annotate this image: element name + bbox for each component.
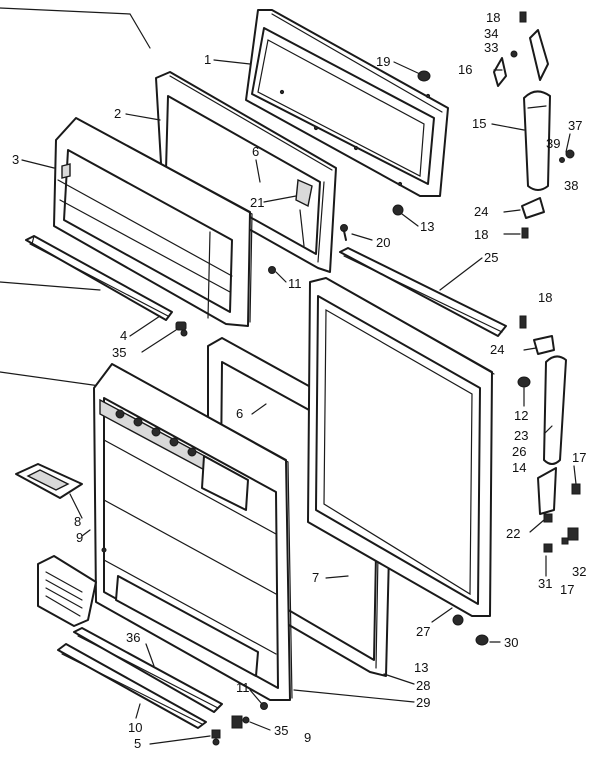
- callout-12: 12: [514, 408, 528, 423]
- callout-18-mid: 18: [474, 227, 488, 242]
- callout-18-center: 18: [538, 290, 552, 305]
- leader-lines: [21, 59, 577, 745]
- callout-30: 30: [504, 635, 518, 650]
- callout-19: 19: [376, 54, 390, 69]
- callout-13-upper: 13: [420, 219, 434, 234]
- part-30-plug: [475, 634, 489, 646]
- callout-26: 26: [512, 444, 526, 459]
- callout-2: 2: [114, 106, 121, 121]
- callout-31: 31: [538, 576, 552, 591]
- callout-10: 10: [128, 720, 142, 735]
- part-2-freezer-door-frame: [155, 71, 337, 273]
- callout-35-upper: 35: [112, 345, 126, 360]
- scan-artifacts: [0, 7, 151, 387]
- callout-6-lower: 6: [236, 406, 243, 421]
- part-35-screws-lower: [231, 715, 250, 729]
- callout-6-upper: 6: [252, 144, 259, 159]
- callout-9-footer: 9: [304, 730, 311, 745]
- callout-17-right: 17: [572, 450, 586, 465]
- part-9-fresh-food-door-liner: [93, 363, 293, 701]
- part-5-screws-lower: [211, 729, 221, 746]
- part-27-plug: [452, 614, 464, 626]
- part-7-fresh-food-gasket: [307, 277, 495, 617]
- part-35-screws-upper: [175, 321, 188, 337]
- callout-34: 34: [484, 26, 498, 41]
- callout-17-lower: 17: [560, 582, 574, 597]
- callout-16: 16: [458, 62, 472, 77]
- callout-4: 4: [120, 328, 127, 343]
- center-hinge-assembly: [517, 315, 581, 553]
- part-25-hinge-bracket: [339, 247, 507, 337]
- part-4-trim-strip: [25, 235, 173, 321]
- part-1-freezer-gasket: [245, 9, 449, 197]
- part-9-compartment-cover: [37, 555, 97, 627]
- callout-20: 20: [376, 235, 390, 250]
- part-3-freezer-door-liner: [53, 117, 253, 327]
- callout-14: 14: [512, 460, 526, 475]
- callout-9-side: 9: [76, 530, 83, 545]
- callout-25: 25: [484, 250, 498, 265]
- callout-24-center: 24: [490, 342, 504, 357]
- callout-23: 23: [514, 428, 528, 443]
- callout-36: 36: [126, 630, 140, 645]
- callout-24-upper: 24: [474, 204, 488, 219]
- part-20-screw: [340, 224, 348, 241]
- part-11-screw-upper: [268, 266, 276, 274]
- callout-37: 37: [568, 118, 582, 133]
- part-8-butter-door: [15, 463, 83, 499]
- callout-38: 38: [564, 178, 578, 193]
- callout-7: 7: [312, 570, 319, 585]
- callout-39: 39: [546, 136, 560, 151]
- callout-22: 22: [506, 526, 520, 541]
- part-13-plug-upper: [392, 204, 404, 216]
- part-10-trim-strip: [57, 643, 207, 729]
- callout-21: 21: [250, 195, 264, 210]
- callout-13-lower: 13: [414, 660, 428, 675]
- callout-35-lower: 35: [274, 723, 288, 738]
- callout-15: 15: [472, 116, 486, 131]
- callout-27: 27: [416, 624, 430, 639]
- callout-11-upper: 11: [288, 276, 302, 291]
- callout-32: 32: [572, 564, 586, 579]
- callout-5: 5: [134, 736, 141, 751]
- part-36-trim-strip: [73, 627, 223, 713]
- callout-11-lower: 11: [236, 680, 250, 695]
- callout-labels: 1 2 3 4 35 6 21 19 13 20 11 25 18 34 33 …: [12, 10, 586, 751]
- callout-18-top: 18: [486, 10, 500, 25]
- callout-28: 28: [416, 678, 430, 693]
- callout-1: 1: [204, 52, 211, 67]
- top-hinge-assembly: [493, 11, 575, 239]
- callout-33: 33: [484, 40, 498, 55]
- callout-29: 29: [416, 695, 430, 710]
- callout-8: 8: [74, 514, 81, 529]
- part-19-plug: [417, 70, 431, 82]
- callout-3: 3: [12, 152, 19, 167]
